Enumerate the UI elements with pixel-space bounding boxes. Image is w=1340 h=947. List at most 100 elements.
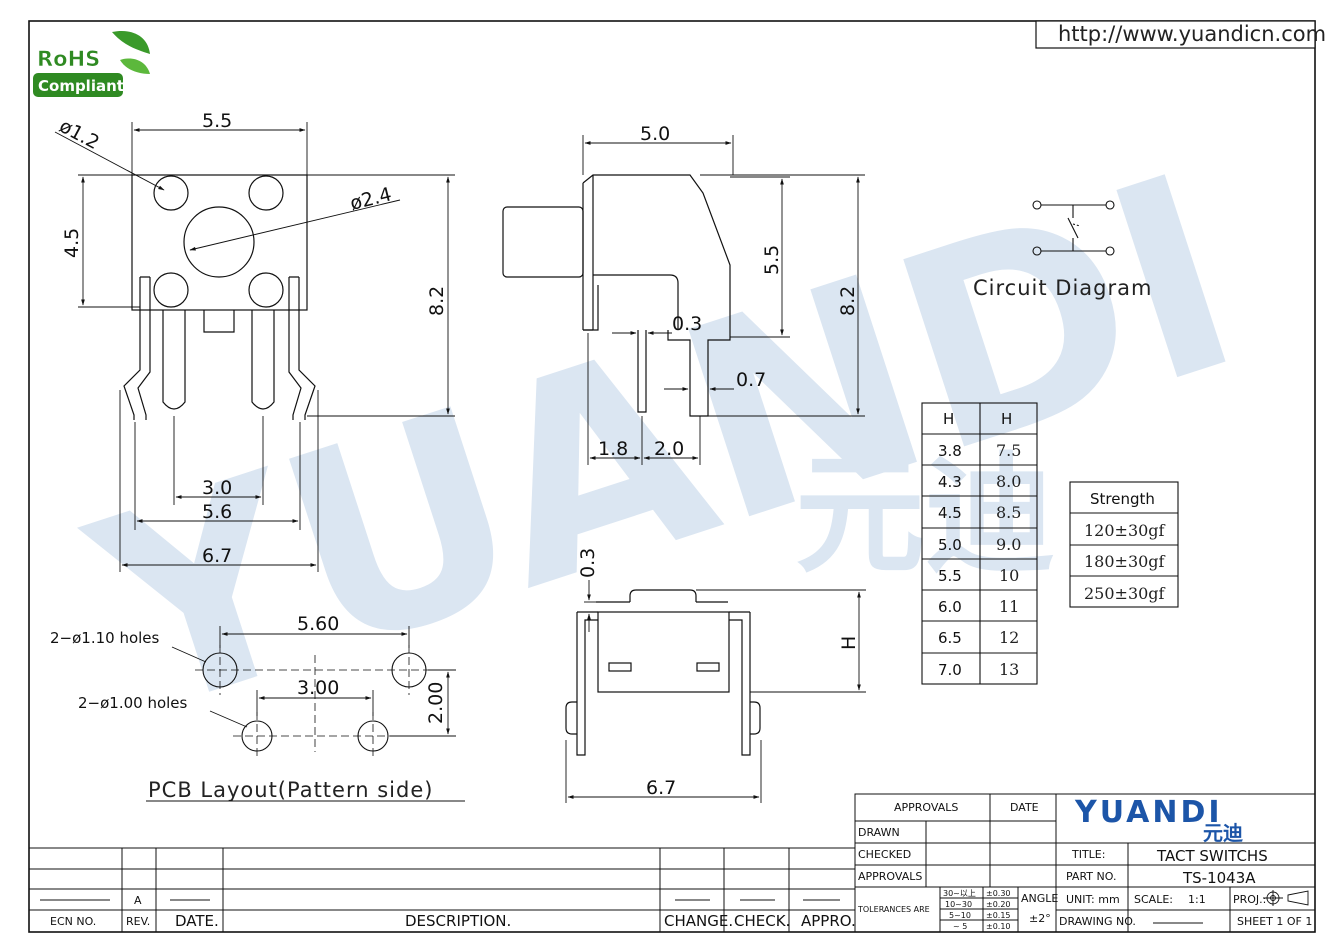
strength-row: 180±30gf: [1084, 552, 1166, 571]
dim-dia-1-2: ø1.2: [56, 115, 103, 154]
h-col2-header: H: [1001, 410, 1012, 428]
dim-2-0: 2.0: [654, 438, 684, 460]
tol-range: ~ 5: [953, 922, 967, 931]
top-view: [123, 174, 316, 420]
frame-border: [28, 20, 1316, 933]
h-cell: 3.8: [938, 442, 962, 460]
url-box: http://www.yuandicn.com: [1035, 20, 1326, 49]
rev-label: REV.: [126, 915, 150, 928]
h-cell: 6.0: [938, 598, 962, 616]
tol-range: 5~10: [949, 911, 971, 920]
brand-logo: YUANDI: [1074, 795, 1223, 830]
tol-value: ±0.15: [986, 911, 1011, 920]
h-cell: 5.0: [938, 536, 962, 554]
rohs-logo: RoHS Compliant: [33, 30, 150, 97]
h-cell: 4.5: [938, 504, 962, 522]
dim-6-7: 6.7: [202, 545, 232, 567]
pcb-dims: [171, 626, 456, 737]
title-block: [854, 793, 1316, 933]
h-cell: 7.5: [996, 441, 1021, 460]
description-label: DESCRIPTION.: [405, 912, 511, 930]
hole-small-bl: [153, 272, 189, 308]
h-table: [921, 402, 1038, 685]
brand-cjk: 元迪: [1203, 821, 1243, 845]
h-cell: 5.5: [938, 567, 962, 585]
dim-6-7-front: 6.7: [646, 777, 676, 799]
pcb-caption: PCB Layout(Pattern side): [148, 778, 433, 802]
dim-2-00: 2.00: [425, 682, 447, 724]
part-no-value: TS-1043A: [1182, 869, 1256, 887]
h-cell: 8.5: [996, 503, 1021, 522]
rev-value: A: [134, 894, 142, 907]
check-label: CHECK.: [734, 912, 790, 930]
dim-8-2-side: 8.2: [837, 286, 859, 316]
h-cell: 6.5: [938, 629, 962, 647]
tol-range: 10~30: [945, 900, 972, 909]
dim-4-5: 4.5: [61, 228, 83, 258]
tol-value: ±0.20: [986, 900, 1011, 909]
dim-0-7: 0.7: [736, 369, 766, 391]
dim-3-0: 3.0: [202, 477, 232, 499]
leaf-icon-2: [120, 58, 150, 74]
button-circle: [183, 206, 255, 278]
title-value: TACT SWITCHS: [1156, 847, 1268, 865]
strength-table: [1069, 481, 1179, 608]
hole-small-tl: [153, 175, 189, 211]
side-view-dims: [582, 135, 865, 465]
proj-label: PROJ.:: [1233, 893, 1266, 906]
tol-value: ±0.30: [986, 889, 1011, 898]
dim-0-3-front: 0.3: [577, 548, 599, 578]
date-header: DATE: [1010, 801, 1039, 814]
front-view-dims: [565, 580, 866, 803]
dim-3-00: 3.00: [297, 677, 339, 699]
sheet-label: SHEET 1 OF 1: [1237, 915, 1312, 928]
part-no-label: PART NO.: [1066, 870, 1116, 883]
title-label: TITLE:: [1071, 848, 1105, 861]
dim-h: H: [838, 636, 860, 650]
h-cell: 10: [999, 566, 1019, 585]
h-table-text: H H 3.8 7.5 4.3 8.0 4.5 8.5 5.0 9.0 5.5 …: [938, 410, 1021, 679]
h-cell: 12: [999, 628, 1019, 647]
circuit-diagram: [1032, 200, 1115, 256]
tol-value: ±0.10: [986, 922, 1011, 931]
dim-5-60: 5.60: [297, 613, 339, 635]
strength-row: 250±30gf: [1084, 584, 1166, 603]
h-cell: 9.0: [996, 535, 1021, 554]
hole-small-br: [248, 272, 284, 308]
compliant-text: Compliant: [38, 77, 124, 95]
dim-dia-2-4: ø2.4: [348, 183, 394, 214]
leaf-icon: [112, 30, 150, 54]
dim-5-5-side: 5.5: [761, 245, 783, 275]
appro-label: APPRO.: [801, 912, 856, 930]
approvals-header: APPROVALS: [894, 801, 958, 814]
tolerances-label: TOLERANCES ARE: [857, 905, 930, 914]
scale-value: 1:1: [1188, 893, 1206, 906]
projection-symbol-icon: [1263, 890, 1309, 906]
angle-label: ANGLE: [1021, 892, 1058, 905]
strength-header: Strength: [1090, 490, 1155, 508]
circuit-diagram-label: Circuit Diagram: [973, 276, 1152, 300]
pcb-holes-100: 2−ø1.00 holes: [78, 694, 188, 712]
drawing-no-label: DRAWING NO.: [1059, 915, 1136, 928]
pcb-layout: [195, 645, 435, 760]
angle-value: ±2°: [1029, 912, 1051, 925]
scale-label: SCALE:: [1134, 893, 1173, 906]
approvals-label: APPROVALS: [858, 870, 922, 883]
top-view-dims: [54, 122, 455, 572]
dim-5-0: 5.0: [640, 123, 670, 145]
unit-label: UNIT: mm: [1066, 893, 1120, 906]
h-cell: 7.0: [938, 661, 962, 679]
h-cell: 4.3: [938, 473, 962, 491]
revision-block: [29, 794, 856, 932]
website-url: http://www.yuandicn.com: [1058, 22, 1326, 46]
watermark-cjk: 元迪: [795, 439, 1055, 591]
dim-1-8: 1.8: [598, 438, 628, 460]
h-cell: 13: [999, 660, 1019, 679]
rohs-text: RoHS: [37, 47, 100, 71]
side-view: [502, 174, 731, 417]
strength-row: 120±30gf: [1084, 521, 1166, 540]
dim-0-3: 0.3: [672, 313, 702, 335]
dim-8-2: 8.2: [426, 286, 448, 316]
h-cell: 11: [999, 597, 1019, 616]
ecn-no-label: ECN NO.: [50, 915, 96, 928]
